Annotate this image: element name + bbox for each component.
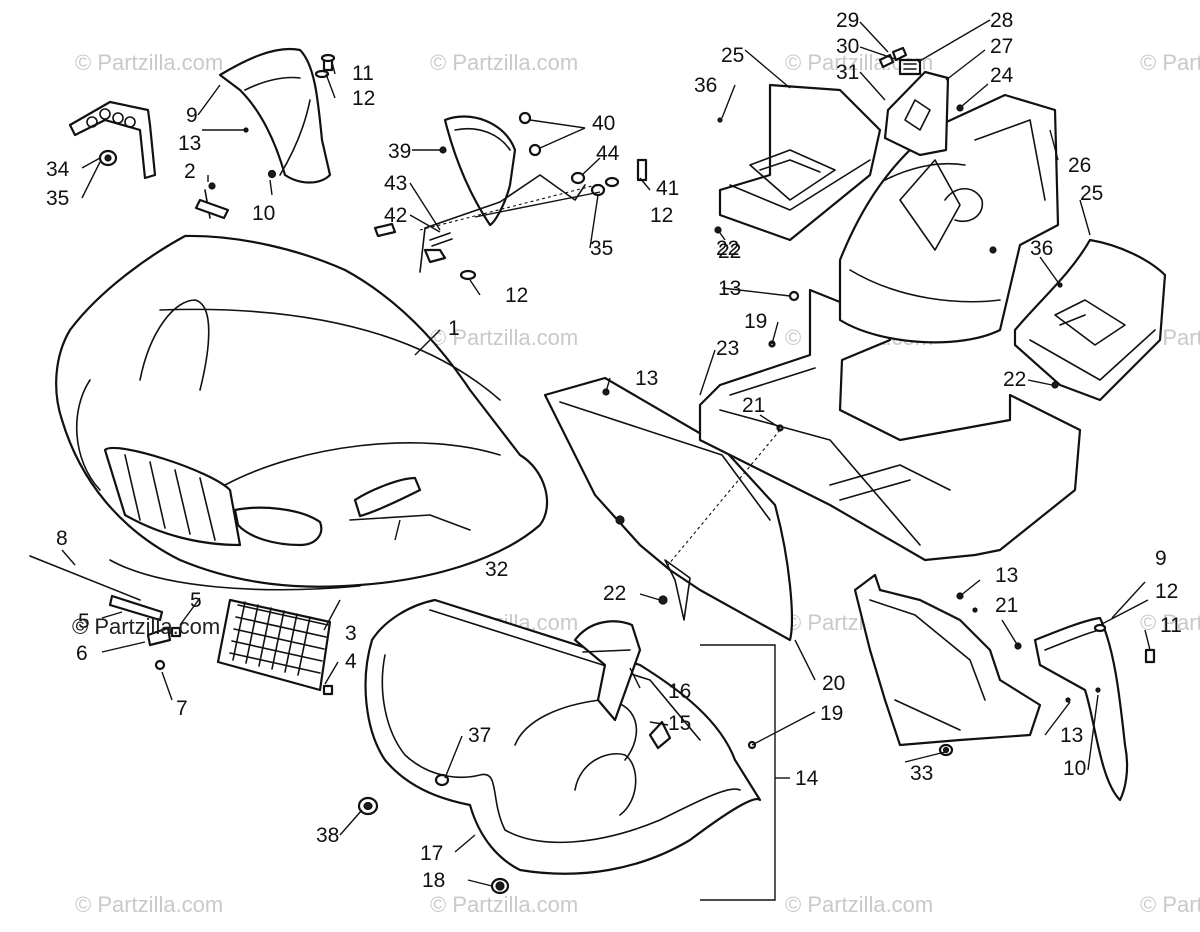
callout-label: 17 [420,842,443,865]
seat-base-left-part [714,83,882,242]
inner-panel-part [543,376,793,642]
hood-latch-part [194,182,230,220]
callout-label: 22 [1003,368,1026,391]
watermark: © Partzilla.com [1140,610,1200,635]
callout-label: 40 [592,112,615,135]
floor-pan-part [698,288,1082,562]
callout-label: 18 [422,869,445,892]
callout-label: 36 [1030,237,1053,260]
callout-label: 12 [505,284,528,307]
callout-label: 33 [910,762,933,785]
callout-label: 35 [46,187,69,210]
bracket-part [68,100,157,180]
leader-lines [61,19,1151,901]
callout-label: 39 [388,140,411,163]
front-storage-bin-part [357,598,762,895]
callout-label: 7 [176,697,188,720]
watermark: © Partzilla.com [75,50,223,75]
watermark: © Partzilla.com [72,614,220,639]
callout-label: 43 [384,172,407,195]
callout-label: 26 [1068,154,1091,177]
callout-label: 35 [590,237,613,260]
callout-label: 11 [352,62,374,85]
callout-label: 19 [744,310,767,333]
callout-label: 2 [184,160,196,183]
callout-label: 10 [1063,757,1086,780]
watermark: © Partzilla.com [430,325,578,350]
callout-label: 24 [990,64,1014,87]
callout-label: 30 [836,35,859,58]
callout-label: 22 [718,240,741,263]
callout-label: 32 [485,558,508,581]
callout-label: 19 [820,702,843,725]
watermark: © Partzilla.com [75,892,223,917]
mud-flap-part [373,111,648,281]
callout-label: 36 [694,74,717,97]
callout-label: 21 [995,594,1018,617]
callout-label: 14 [795,767,819,790]
callout-label: 10 [252,202,275,225]
callout-label: 29 [836,9,859,32]
grille-part [29,555,334,696]
callout-label: 44 [596,142,620,165]
callout-label: 1 [448,317,460,340]
callout-label: 8 [56,527,68,550]
seat-base-right-part [1013,238,1167,402]
shifter-plate-part [878,46,950,157]
watermark: © Partzilla.com [430,50,578,75]
callout-label: 15 [668,712,691,735]
callout-label: 31 [836,61,859,84]
right-fender-flare-part [1033,616,1156,802]
right-lower-panel-part [853,573,1042,757]
callout-label: 12 [352,87,375,110]
hood-part [55,234,549,591]
callout-label: 21 [742,394,765,417]
callout-label: 12 [1155,580,1178,603]
callout-label: 23 [716,337,739,360]
callout-labels: 1 2 3 4 5 5 6 7 8 9 9 10 10 11 11 12 12 … [46,9,1182,892]
callout-label: 27 [990,35,1013,58]
watermark: © Partzilla.com [785,892,933,917]
callout-label: 13 [178,132,201,155]
callout-label: 25 [721,44,744,67]
callout-label: 38 [316,824,339,847]
callout-label: 3 [345,622,357,645]
callout-label: 5 [78,610,90,633]
callout-label: 6 [76,642,88,665]
callout-label: 22 [716,237,739,260]
callout-label: 9 [1155,547,1167,570]
callout-label: 22 [603,582,626,605]
callout-label: 13 [635,367,658,390]
bolt-washer-part [314,53,336,79]
callout-label: 20 [822,672,845,695]
callout-label: 5 [190,589,202,612]
callout-label: 13 [718,277,741,300]
callout-label: 4 [345,650,357,673]
watermark: © Partzilla.com [1140,50,1200,75]
callout-label: 34 [46,158,70,181]
callout-label: 11 [1160,614,1182,637]
callout-label: 13 [1060,724,1083,747]
left-fender-flare-part [218,47,332,184]
callout-label: 28 [990,9,1013,32]
callout-label: 9 [186,104,198,127]
callout-label: 42 [384,204,407,227]
callout-label: 25 [1080,182,1103,205]
callout-label: 16 [668,680,691,703]
callout-label: 37 [468,724,491,747]
watermark: © Partzilla.com [430,892,578,917]
console-part [838,93,1060,344]
callout-label: 13 [995,564,1018,587]
callout-label: 12 [650,204,673,227]
callout-label: 41 [656,177,679,200]
watermark: © Partzilla.com [1140,892,1200,917]
